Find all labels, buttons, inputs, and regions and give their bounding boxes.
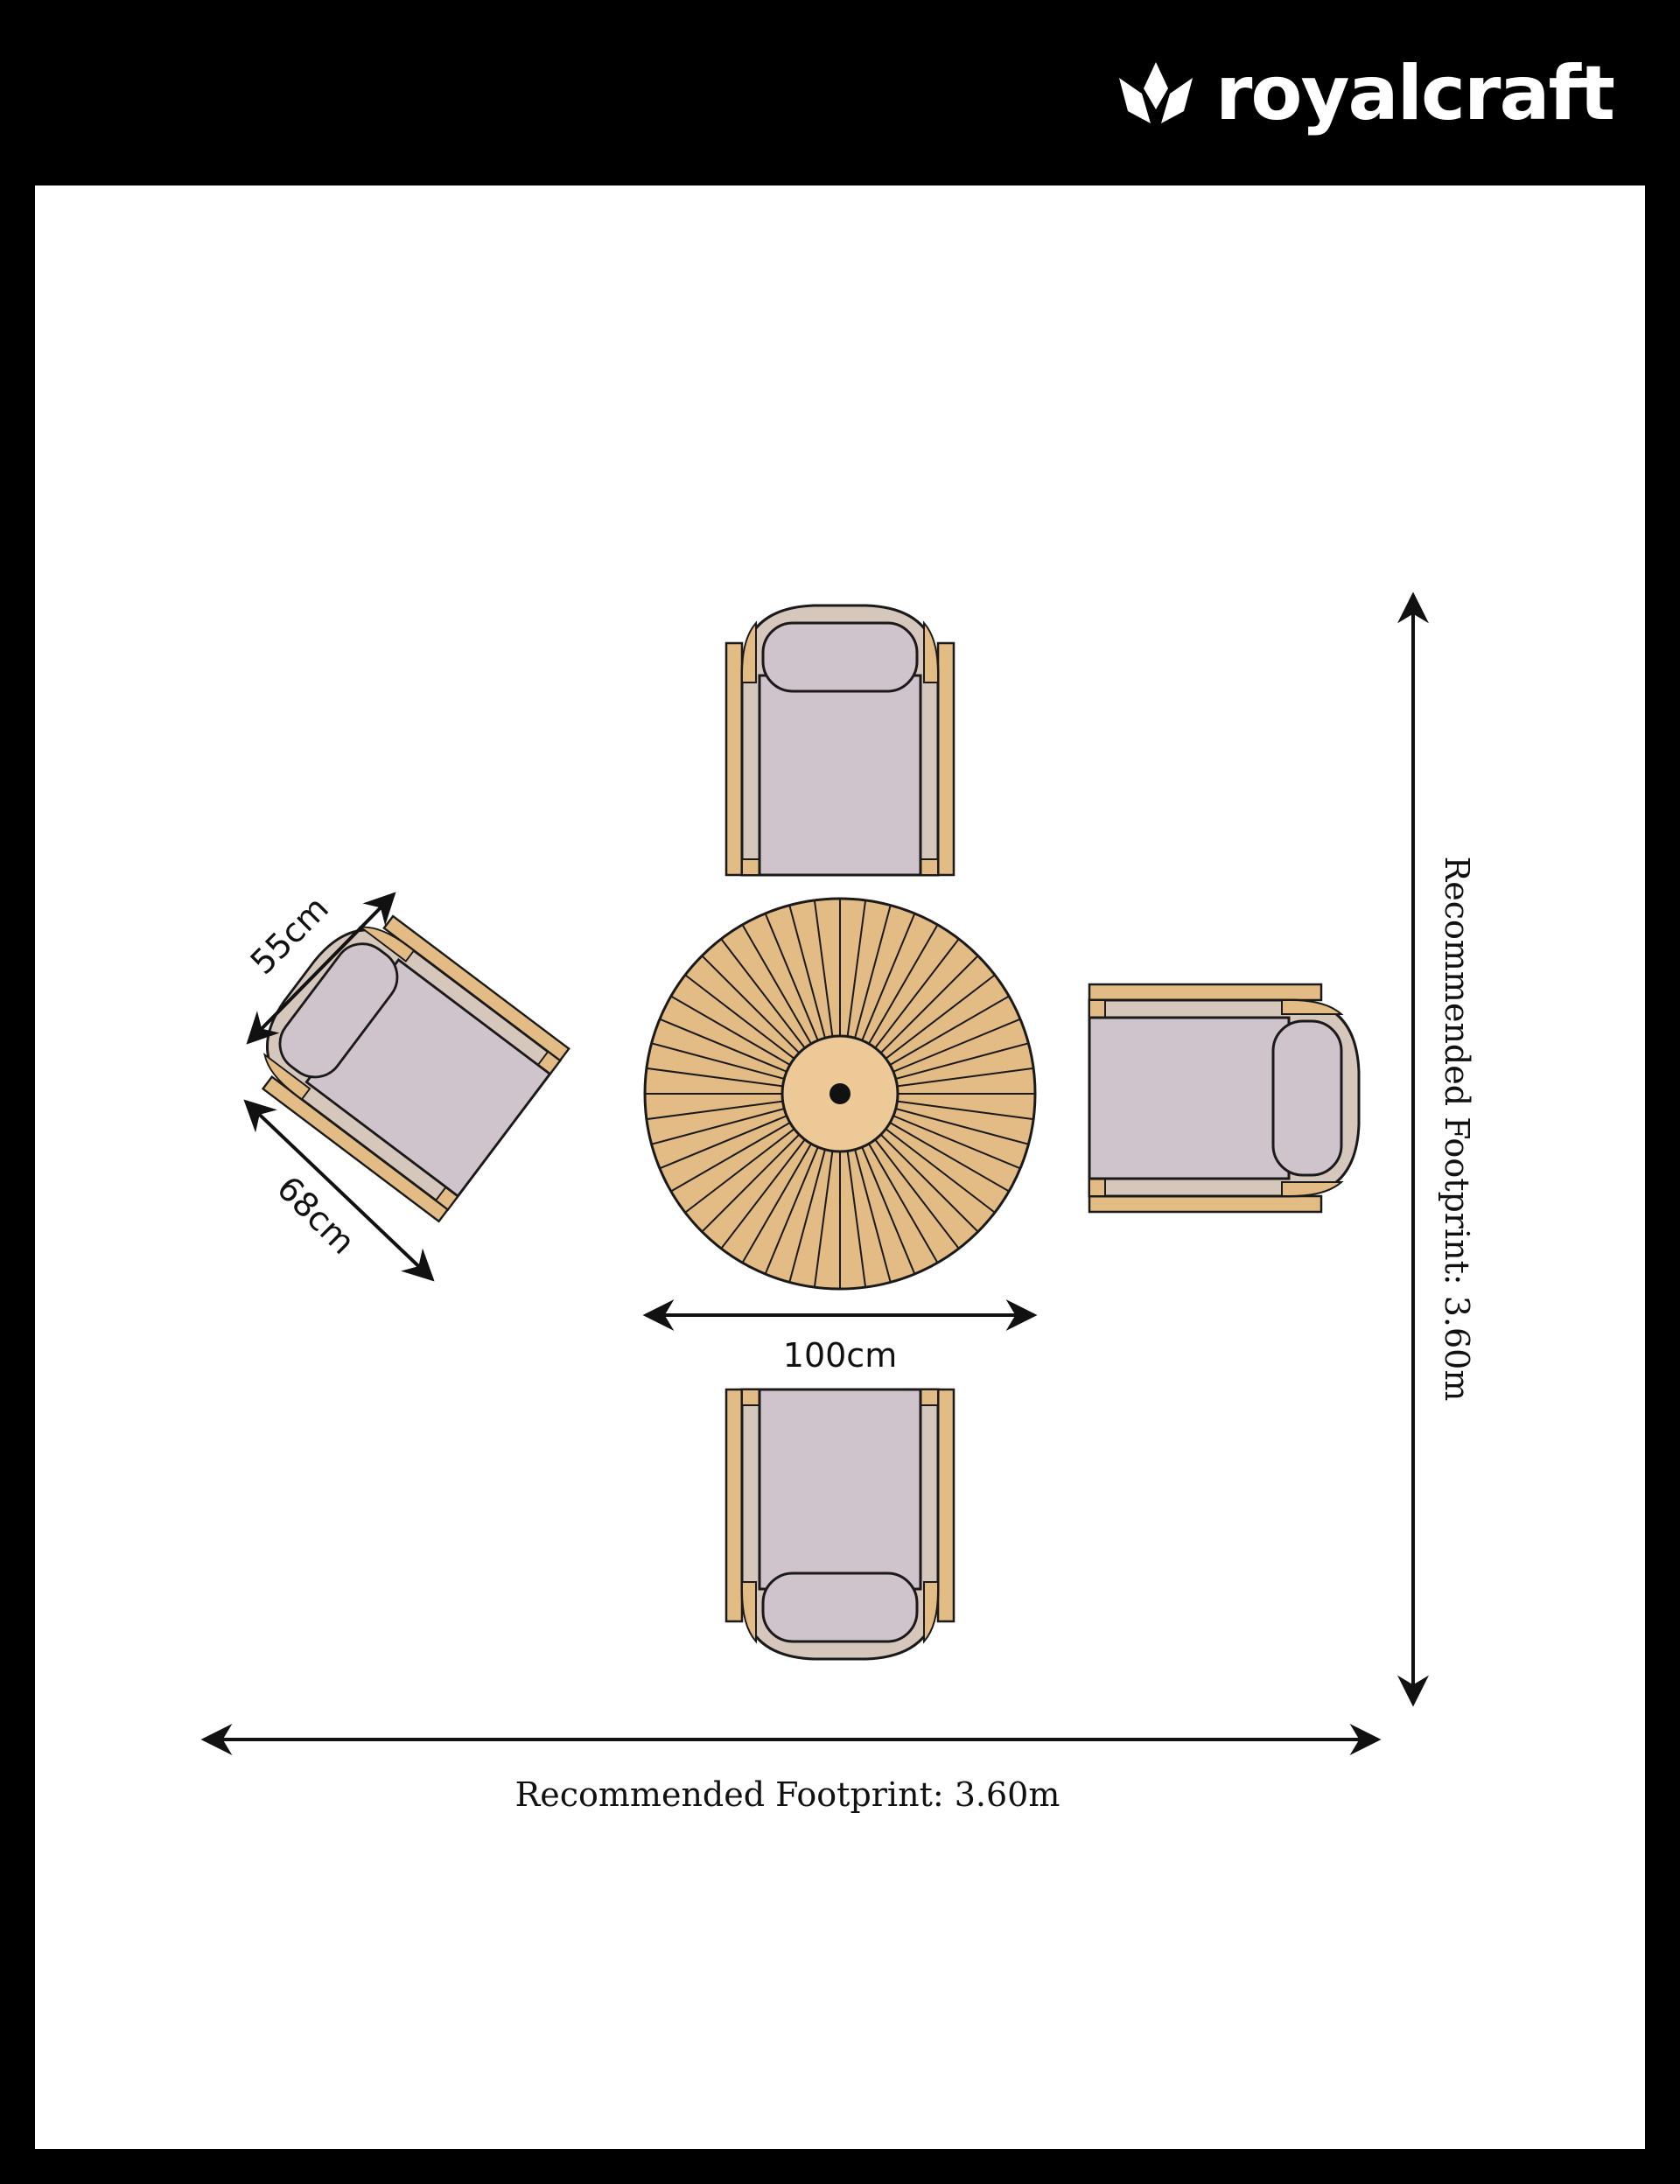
table-slat-line [659,1115,788,1170]
table-slat-line [741,1143,812,1264]
table-slat-line [813,900,834,1037]
table-slat-line [854,905,892,1039]
table-slat-line [874,938,960,1049]
table-slat-line [846,900,867,1037]
table-slat-line [897,1100,1034,1121]
table-slat-line [879,1133,979,1233]
chair-width-arrow [246,892,396,1045]
table-slat-line [788,905,826,1039]
table-slat-line [720,1138,806,1250]
table-slat-line [741,924,812,1045]
chair-depth-arrow [243,1099,435,1282]
footprint-horizontal-label: Recommended Footprint: 3.60m [515,1775,1060,1814]
table-slat-line [684,974,795,1060]
table-slat-line [670,995,791,1066]
table-slat-line [670,1122,791,1193]
table-slat-line [701,1133,801,1233]
table-slat-line [846,1151,867,1288]
brand-logo: royalcraft [1116,46,1615,142]
table-slat-line [874,1138,960,1250]
table-slat-line [885,1128,996,1214]
table-slat-line [868,924,939,1045]
table-slat-line [764,913,819,1041]
table-slat-line [889,1122,1010,1193]
lotus-crown-icon [1118,62,1193,123]
table-diameter-label: 100cm [783,1336,897,1375]
chair-top [724,604,956,877]
table-slat-line [868,1143,939,1264]
chair-right [1088,983,1361,1214]
table-slat-line [861,1146,916,1275]
table-slat-line [861,913,916,1041]
chair-depth-label: 68cm [270,1169,362,1262]
footprint-vertical-label: Recommended Footprint: 3.60m [1438,857,1476,1402]
table-slat-line [889,995,1010,1066]
round-table [643,897,1037,1291]
table-slat-line [651,1108,785,1145]
table-slat-line [684,1128,795,1214]
table-slat-line [646,1067,783,1088]
table-slat-line [659,1018,788,1073]
brand-name: royalcraft [1214,50,1615,137]
table-slat-line [892,1115,1021,1170]
table-slat-line [897,1067,1034,1088]
table-slat-line [895,1108,1029,1145]
chair-bottom [724,1388,956,1661]
table-slat-line [892,1018,1021,1073]
table-slat-line [764,1146,819,1275]
header-bar: royalcraft [0,0,1680,186]
table-slat-line [701,955,801,1054]
table-slat-line [813,1151,834,1288]
table-slat-line [720,938,806,1049]
table-slat-line [854,1149,892,1283]
table-slat-line [788,1149,826,1283]
table-slat-line [895,1042,1029,1080]
parasol-hole [830,1083,850,1104]
table-slat-line [879,955,979,1054]
table-slat-line [885,974,996,1060]
table-slat-line [646,1100,783,1121]
table-slat-line [651,1042,785,1080]
